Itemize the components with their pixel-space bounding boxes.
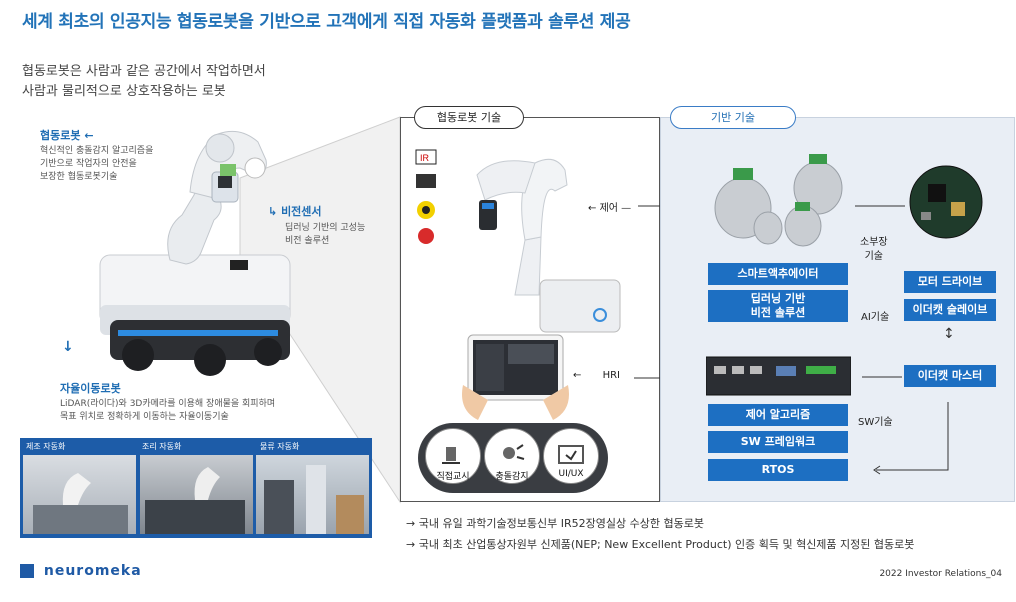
icon-label-ui-ux: UI/UX	[558, 469, 584, 479]
intro-line-1: 협동로봇은 사람과 같은 공간에서 작업하면서	[22, 64, 266, 79]
arrow-left-icon: ←	[573, 370, 582, 381]
cobot-arm-image	[476, 158, 621, 333]
control-arrow: ← 제어 —	[588, 203, 632, 214]
intro-line-2: 사람과 물리적으로 상호작용하는 로봇	[22, 84, 226, 99]
ai-tech-label: AI기술	[861, 312, 890, 323]
controller-connector-line	[862, 376, 902, 378]
rtos-box: RTOS	[708, 459, 848, 481]
icon-label-collision-detection: 충돌감지	[495, 472, 529, 482]
rtos-return-arrow	[873, 402, 949, 475]
component-tech-label: 소부장 기술	[860, 237, 888, 262]
neuromeka-logo: neuromeka	[20, 563, 142, 579]
award-badges: IR	[415, 149, 437, 244]
manufacturing-photo	[23, 455, 136, 534]
arrow-icon: ↳	[268, 205, 278, 218]
photo-label-cooking: 조리 자동화	[142, 442, 182, 451]
cobot-label: 협동로봇 ←	[40, 129, 94, 142]
page-title: 세계 최초의 인공지능 협동로봇을 기반으로 고객에게 직접 자동화 플랫폼과 …	[22, 12, 631, 32]
smart-actuators-image	[714, 154, 843, 247]
cobot-desc: 혁신적인 충돌감지 알고리즘을 기반으로 작업자의 안전을 보장한 협동로봇기술	[40, 146, 154, 182]
motor-drive-box: 모터 드라이브	[904, 271, 996, 293]
sw-framework-box: SW 프레임워크	[708, 431, 848, 453]
arrow-right-icon: →	[406, 517, 416, 530]
amr-label: 자율이동로봇	[60, 382, 121, 395]
updown-arrow-icon: ↕	[943, 326, 955, 342]
vision-sensor-desc: 딥러닝 기반의 고성능 비전 솔루션	[285, 223, 366, 246]
intro-text: 협동로봇은 사람과 같은 공간에서 작업하면서 사람과 물리적으로 상호작용하는…	[22, 62, 266, 102]
amr-desc: LiDAR(라이다)와 3D카메라를 이용해 장애물을 회피하며 목표 위치로 …	[60, 399, 276, 422]
svg-text:IR: IR	[420, 153, 430, 163]
cooking-photo	[140, 455, 253, 534]
control-algorithm-box: 제어 알고리즘	[708, 404, 848, 426]
ethercat-master-box: 이더캣 마스터	[904, 365, 996, 387]
photo-label-manufacturing: 제조 자동화	[26, 442, 66, 451]
footnote-1: → 국내 유일 과학기술정보통신부 IR52장영실상 수상한 협동로봇	[406, 517, 704, 530]
footnote-2: → 국내 최초 산업통상자원부 신제품(NEP; New Excellent P…	[406, 538, 915, 551]
base-tech-pill: 기반 기술	[670, 106, 796, 129]
arrow-down-icon: ↓	[62, 339, 74, 355]
arrow-left-icon: ←	[84, 129, 94, 142]
photo-label-logistics: 물류 자동화	[260, 442, 300, 451]
motor-drive-board-image	[909, 165, 983, 239]
collision-detection-icon	[484, 428, 540, 484]
deep-learning-vision-box: 딥러닝 기반 비전 솔루션	[708, 290, 848, 322]
ui-ux-icon	[543, 428, 599, 484]
hri-arrow: ← HRI	[573, 370, 620, 381]
logo-mark-icon	[20, 564, 34, 578]
board-connector-line	[855, 205, 905, 207]
sw-tech-label: SW기술	[858, 417, 893, 428]
application-photos: 제조 자동화 조리 자동화 물류 자동화	[20, 438, 372, 538]
cobot-tech-pill: 협동로봇 기술	[414, 106, 524, 129]
icon-label-direct-teaching: 직접교시	[436, 472, 470, 482]
controller-box-image	[706, 356, 851, 396]
tablet-hri-image	[462, 334, 569, 420]
smart-actuator-box: 스마트액추에이터	[708, 263, 848, 285]
vision-sensor-label: ↳ 비전센서	[268, 205, 322, 218]
direct-teaching-icon	[425, 428, 481, 484]
mobile-cobot-illustration	[99, 130, 291, 376]
arrow-right-icon: →	[406, 538, 416, 551]
page-number: 2022 Investor Relations_04	[879, 569, 1002, 579]
ethercat-slave-box: 이더캣 슬레이브	[904, 299, 996, 321]
arrow-left-icon: ←	[588, 203, 597, 214]
logistics-photo	[256, 455, 369, 534]
